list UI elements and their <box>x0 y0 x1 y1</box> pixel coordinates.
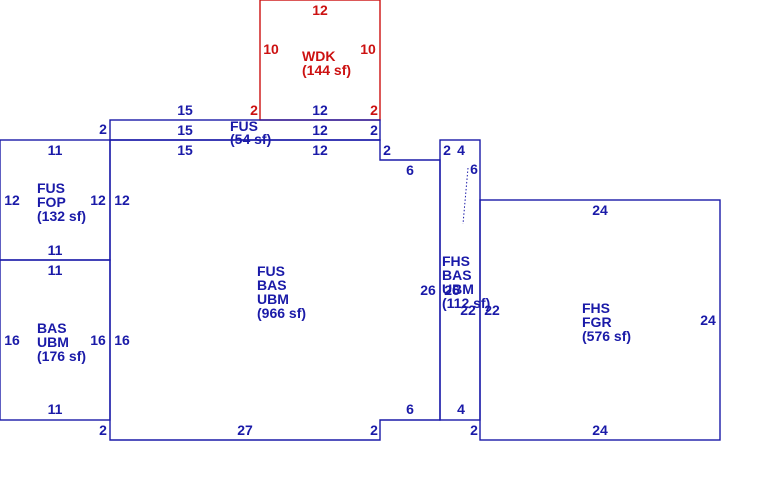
fgr-line2: FGR <box>582 314 612 330</box>
dim-main-top-a: 15 <box>177 142 193 158</box>
fus-top-area: (54 sf) <box>230 131 271 147</box>
fgr-outline <box>479 199 721 441</box>
bas-left-outline <box>0 259 111 421</box>
dim-main-bottom: 27 <box>237 422 253 438</box>
dim-main-left-16: 16 <box>114 332 130 348</box>
dim-bas-bottom: 11 <box>48 401 63 417</box>
main-line2: BAS <box>257 277 287 293</box>
fhs-bas-line2: BAS <box>442 267 472 283</box>
dim-bas-top: 11 <box>48 262 63 278</box>
main-line1: FUS <box>257 263 285 279</box>
dim-main-right: 26 <box>420 282 436 298</box>
area-labels: WDK (144 sf) FUS (54 sf) FUS FOP (132 sf… <box>37 48 631 364</box>
fhs-bas-line3: UBM <box>442 281 474 297</box>
dim-bas-left: 16 <box>4 332 20 348</box>
dim-fus-top-a: 15 <box>177 102 193 118</box>
dim-fgr-bottom: 24 <box>592 422 608 438</box>
dim-step-top-2: 2 <box>383 142 391 158</box>
dim-fgr-right: 24 <box>700 312 716 328</box>
dim-fhs-inner-26: 26 <box>444 282 460 298</box>
wdk-area: (144 sf) <box>302 62 351 78</box>
dim-fus-top-d: 2 <box>370 122 378 138</box>
diagonal-marker <box>462 167 469 225</box>
dim-fop-top: 11 <box>48 142 63 158</box>
dim-main-top-b: 12 <box>312 142 328 158</box>
fus-top-code: FUS <box>230 118 258 134</box>
dim-step-bottom-6: 6 <box>406 401 414 417</box>
dim-main-left-12: 12 <box>114 192 130 208</box>
dim-fhs-inner-22b: 22 <box>484 302 500 318</box>
main-area: (966 sf) <box>257 305 306 321</box>
dim-wdk-bottom-right: 2 <box>370 102 378 118</box>
dim-fop-bottom: 11 <box>48 242 63 258</box>
dim-wdk-top: 12 <box>312 2 328 18</box>
dim-fhs-top-4: 4 <box>457 142 465 158</box>
wdk-code: WDK <box>302 48 335 64</box>
dim-fhs-top-2: 2 <box>443 142 451 158</box>
main-line3: UBM <box>257 291 289 307</box>
fop-line2: FOP <box>37 194 66 210</box>
bas-left-area: (176 sf) <box>37 348 86 364</box>
wall-outlines <box>0 0 721 441</box>
fgr-line1: FHS <box>582 300 610 316</box>
dimension-labels: 12 10 10 2 12 2 15 15 12 2 2 15 12 2 6 1… <box>4 2 716 438</box>
dim-bas-corner: 2 <box>99 422 107 438</box>
dim-wdk-bottom-left: 2 <box>250 102 258 118</box>
dim-fus-left: 2 <box>99 121 107 137</box>
fgr-area: (576 sf) <box>582 328 631 344</box>
dim-fhs-inner-22a: 22 <box>460 302 476 318</box>
fop-area: (132 sf) <box>37 208 86 224</box>
dim-step-bottom-2: 2 <box>370 422 378 438</box>
fhs-bas-area: (112 sf) <box>442 295 490 311</box>
dim-fus-top-b: 15 <box>177 122 193 138</box>
fhs-bas-line1: FHS <box>442 253 470 269</box>
dim-bas-right: 16 <box>90 332 106 348</box>
dim-fgr-top: 24 <box>592 202 608 218</box>
dim-fop-left: 12 <box>4 192 20 208</box>
dim-wdk-left: 10 <box>263 41 279 57</box>
bas-left-line1: BAS <box>37 320 67 336</box>
dim-fhs-bottom-4: 4 <box>457 401 465 417</box>
dim-fop-right: 12 <box>90 192 106 208</box>
dim-fhs-diag-6: 6 <box>470 161 478 177</box>
dim-wdk-right: 10 <box>360 41 376 57</box>
dim-step-top-6: 6 <box>406 162 414 178</box>
dim-wdk-bottom: 12 <box>312 102 328 118</box>
dim-fus-top-c: 12 <box>312 122 328 138</box>
dim-fhs-corner-2: 2 <box>470 422 478 438</box>
fop-line1: FUS <box>37 180 65 196</box>
bas-left-line2: UBM <box>37 334 69 350</box>
